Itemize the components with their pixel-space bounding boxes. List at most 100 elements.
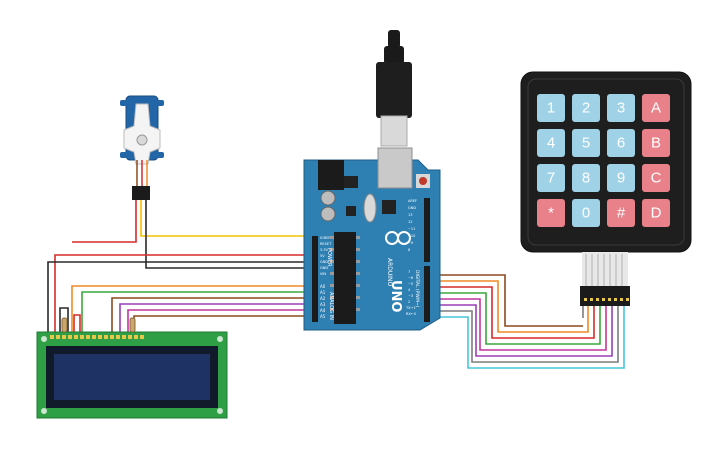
chip-pins [330, 236, 360, 311]
arduino-logo [385, 231, 411, 245]
wire-d3-to-keypad [430, 298, 607, 351]
keypad-key-label: A [651, 100, 661, 117]
usb-plug-metal [380, 115, 408, 147]
pin-label: GND [320, 260, 328, 264]
keypad-key [642, 199, 670, 227]
atmega-chip [334, 232, 356, 324]
pin-label: 2 [408, 300, 410, 304]
pin-label: TX→1 [405, 306, 416, 310]
wire-d1-to-keypad [430, 306, 619, 363]
usb-cable-tip [388, 30, 400, 48]
voltage-regulator [344, 176, 358, 188]
keypad-border-inner [527, 78, 685, 246]
pin-label: GND [408, 206, 416, 210]
power-header [312, 236, 318, 284]
keypad-key-label: 1 [547, 100, 555, 117]
keypad-key [572, 129, 600, 157]
keypad-key [642, 129, 670, 157]
usb-cable [376, 30, 412, 147]
wire-a3-to-lcd [119, 303, 312, 332]
pin-label: RX←0 [406, 312, 416, 316]
pin-label: VIN [320, 272, 326, 276]
wire-servo-ground [145, 200, 312, 269]
keypad-key [642, 94, 670, 122]
keypad-key-label: 6 [617, 135, 625, 152]
analog-header [312, 284, 318, 322]
keypad-key [607, 164, 635, 192]
keypad-key-label: 4 [547, 135, 555, 152]
pin-label: 7 [408, 270, 410, 274]
wire-a1-to-lcd [81, 291, 312, 332]
reset-button-cap [419, 177, 427, 185]
digital-header-bottom [424, 266, 430, 322]
keypad-key-label: 3 [617, 100, 625, 117]
keypad-key [607, 94, 635, 122]
keypad-key-label: 0 [582, 205, 590, 222]
pin-label: A2 [320, 296, 326, 301]
keypad-connector-pins [584, 298, 629, 301]
keypad-key [607, 129, 635, 157]
analog-section-label: ANALOG IN [328, 292, 334, 320]
keypad-key [572, 94, 600, 122]
digital-pin-labels: AREF GND 13 12 ~11 ~10 ~9 8 7 ~6 ~5 4 ~3… [405, 199, 417, 316]
servo-shaft [136, 134, 148, 146]
pin-label: ~6 [408, 276, 413, 280]
wire-d2-to-keypad [430, 304, 613, 357]
wire-d5-to-keypad [430, 286, 595, 339]
keypad-key-label: 9 [617, 170, 625, 187]
resistors [61, 317, 136, 333]
usb-cable-strain [384, 46, 404, 64]
pin-label: 8 [408, 248, 410, 252]
pin-label: A1 [320, 290, 326, 295]
pin-label: A5 [320, 314, 326, 319]
keypad-connector [580, 286, 630, 306]
digital-section-label: DIGITAL (PWM~) [414, 270, 420, 308]
wire-a2-to-lcd [111, 297, 312, 332]
resistor-1 [61, 317, 68, 333]
pin-label: ~11 [408, 227, 415, 231]
wire-servo-power [72, 200, 137, 243]
wire-a0-to-lcd [71, 285, 312, 332]
capacitor-2 [320, 206, 336, 222]
keypad-key-label: 2 [582, 100, 590, 117]
resistor-2 [129, 317, 136, 333]
power-jack [318, 160, 344, 190]
keypad-key-label: C [651, 170, 662, 187]
brand-label: ARDUINO [386, 258, 393, 287]
pin-label: ~5 [408, 282, 413, 286]
pin-label: 5V [320, 254, 325, 258]
lcd-display [36, 331, 228, 419]
wire-gnd-to-lcd [47, 261, 312, 332]
wire-d4-to-keypad [430, 292, 601, 345]
usb-plug-body [376, 62, 412, 118]
usb-port [377, 147, 413, 189]
pin-label: A3 [320, 302, 326, 307]
wire-d6-to-keypad [430, 280, 589, 333]
wire-d7-to-keypad [430, 274, 583, 327]
keypad-key [537, 164, 565, 192]
pin-label: AREF [408, 199, 417, 203]
keypad-key-label: 8 [582, 170, 590, 187]
servo-connector [132, 186, 150, 200]
keypad-key [607, 199, 635, 227]
wires [47, 200, 625, 369]
servo-horn [123, 103, 161, 165]
pin-label: ~3 [408, 294, 413, 298]
keypad-key [537, 199, 565, 227]
lcd-screen [54, 354, 210, 400]
small-chip [346, 206, 356, 216]
power-section-label: POWER [326, 248, 332, 267]
keypad-key [537, 129, 565, 157]
wire-lcd-loop [59, 307, 69, 332]
pin-label: 12 [408, 220, 412, 224]
pin-label: ~9 [408, 241, 413, 245]
keypad-key-label: # [617, 205, 626, 222]
keypad-ribbon [582, 252, 628, 288]
crystal [363, 193, 377, 223]
pin-label: GND [320, 266, 328, 270]
keypad-key-label: B [651, 135, 661, 152]
keypad-key-label: D [651, 205, 662, 222]
wire-lcd-loop-2 [73, 314, 81, 332]
